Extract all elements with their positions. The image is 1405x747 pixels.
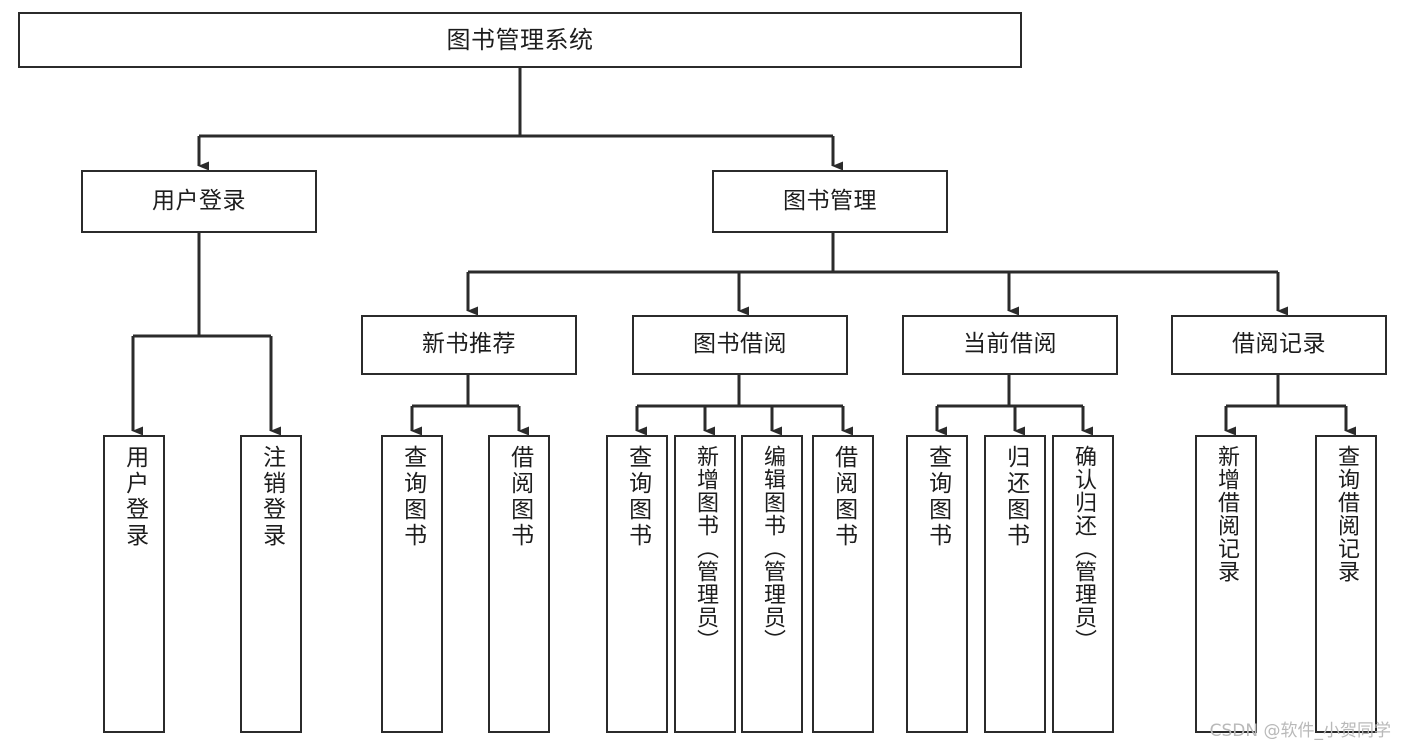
leaf-add-record[interactable]: 新增借阅记录 xyxy=(1195,435,1257,733)
leaf-edit-book[interactable]: 编辑图书（管理员） xyxy=(741,435,803,733)
leaf-query-book-1[interactable]: 查询图书 xyxy=(381,435,443,733)
leaf-logout[interactable]: 注销登录 xyxy=(240,435,302,733)
leaf-edit-book-label: 编辑图书（管理员） xyxy=(759,445,785,652)
leaf-return-book-label: 归还图书 xyxy=(1002,445,1029,549)
node-current-borrow[interactable]: 当前借阅 xyxy=(902,315,1118,375)
node-current-borrow-label: 当前借阅 xyxy=(963,331,1057,358)
leaf-user-login-label: 用户登录 xyxy=(121,445,148,549)
leaf-query-book-1-label: 查询图书 xyxy=(399,445,426,549)
leaf-query-book-3[interactable]: 查询图书 xyxy=(906,435,968,733)
node-book-manage-label: 图书管理 xyxy=(783,187,877,214)
leaf-borrow-book-1[interactable]: 借阅图书 xyxy=(488,435,550,733)
leaf-query-record[interactable]: 查询借阅记录 xyxy=(1315,435,1377,733)
node-root-label: 图书管理系统 xyxy=(446,25,594,54)
node-book-borrow[interactable]: 图书借阅 xyxy=(632,315,848,375)
watermark: CSDN @软件_小贺同学 xyxy=(1209,721,1391,741)
node-new-book-rec-label: 新书推荐 xyxy=(422,331,516,358)
node-user-login-label: 用户登录 xyxy=(152,187,246,214)
leaf-borrow-book-2[interactable]: 借阅图书 xyxy=(812,435,874,733)
leaf-query-book-2-label: 查询图书 xyxy=(624,445,651,549)
node-root[interactable]: 图书管理系统 xyxy=(18,12,1022,68)
node-borrow-record[interactable]: 借阅记录 xyxy=(1171,315,1387,375)
leaf-confirm-return-label: 确认归还（管理员） xyxy=(1070,445,1096,652)
leaf-query-book-2[interactable]: 查询图书 xyxy=(606,435,668,733)
leaf-query-record-label: 查询借阅记录 xyxy=(1333,445,1359,583)
leaf-borrow-book-1-label: 借阅图书 xyxy=(506,445,533,549)
leaf-query-book-3-label: 查询图书 xyxy=(924,445,951,549)
leaf-add-book[interactable]: 新增图书（管理员） xyxy=(674,435,736,733)
node-book-borrow-label: 图书借阅 xyxy=(693,331,787,358)
leaf-user-login[interactable]: 用户登录 xyxy=(103,435,165,733)
leaf-borrow-book-2-label: 借阅图书 xyxy=(830,445,857,549)
leaf-confirm-return[interactable]: 确认归还（管理员） xyxy=(1052,435,1114,733)
leaf-add-record-label: 新增借阅记录 xyxy=(1213,445,1239,583)
node-user-login[interactable]: 用户登录 xyxy=(81,170,317,233)
node-new-book-rec[interactable]: 新书推荐 xyxy=(361,315,577,375)
node-borrow-record-label: 借阅记录 xyxy=(1232,331,1326,358)
leaf-logout-label: 注销登录 xyxy=(258,445,285,549)
leaf-return-book[interactable]: 归还图书 xyxy=(984,435,1046,733)
leaf-add-book-label: 新增图书（管理员） xyxy=(692,445,718,652)
node-book-manage[interactable]: 图书管理 xyxy=(712,170,948,233)
